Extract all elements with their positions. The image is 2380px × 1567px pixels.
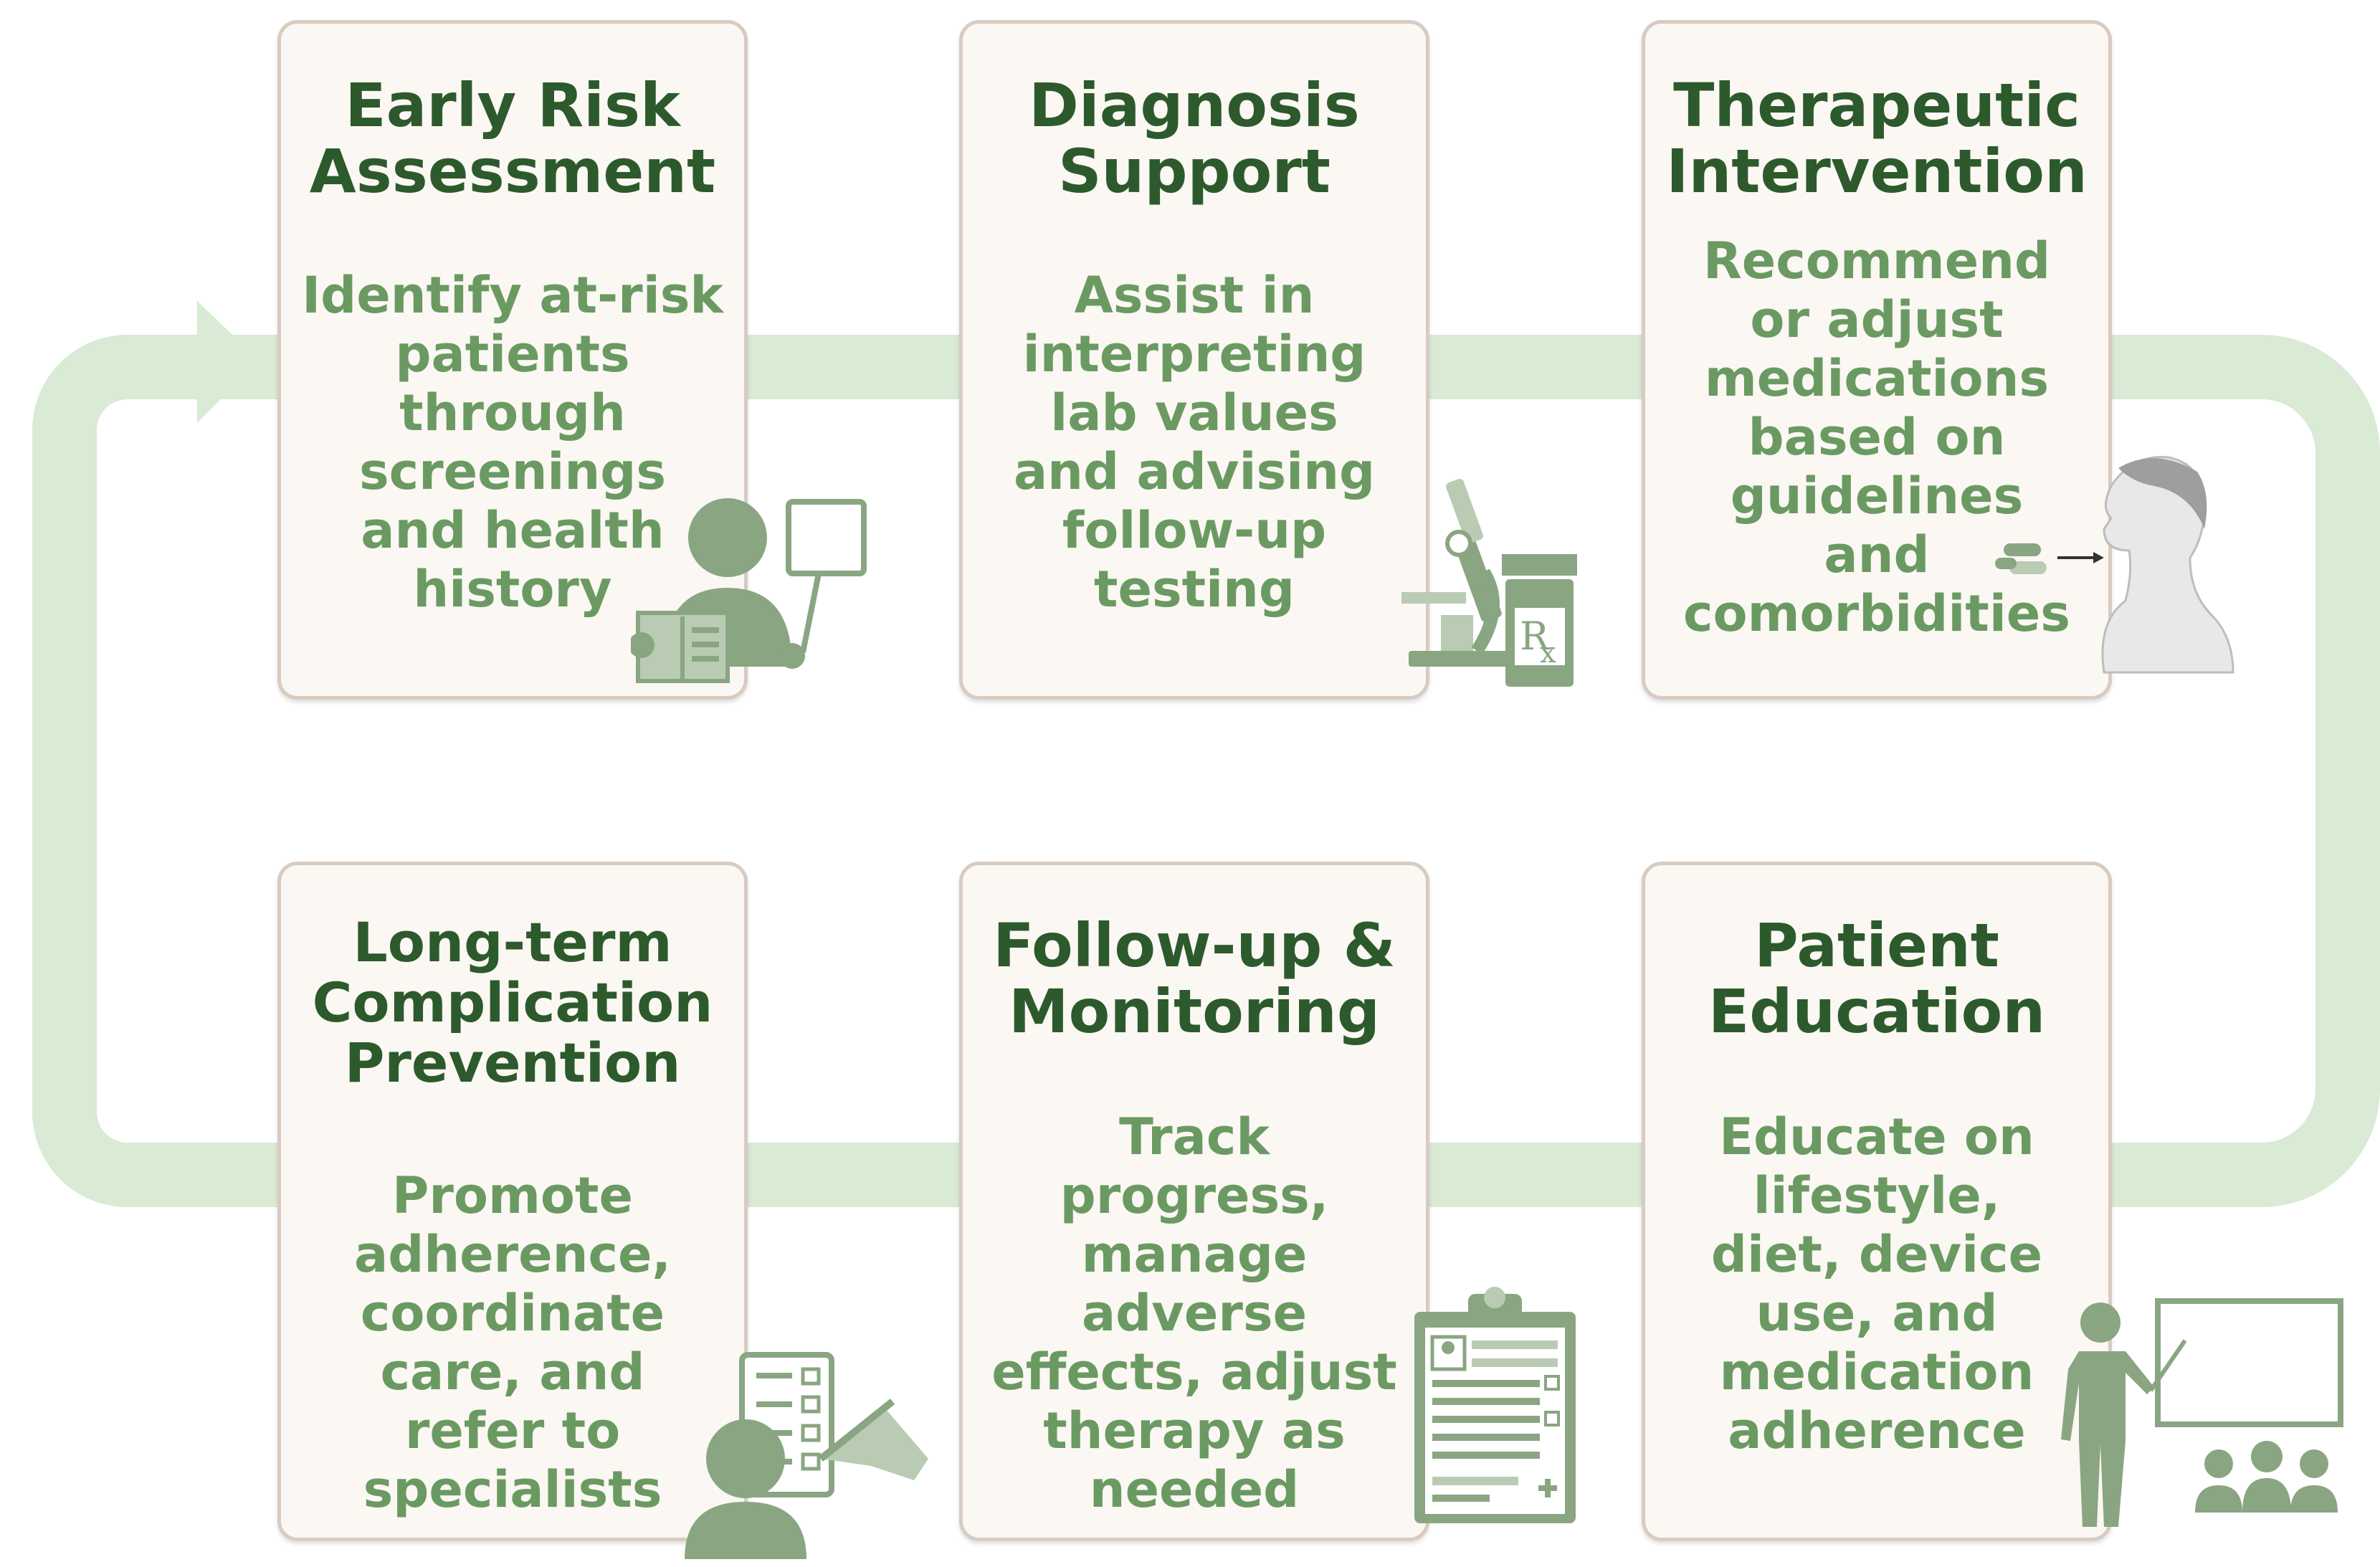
card-patient-education: Patient Education Educate on lifestyle, … (1642, 862, 2112, 1541)
card-diagnosis-support: Diagnosis Support Assist in interpreting… (959, 20, 1429, 700)
card-title: Patient Education (1708, 910, 2046, 1047)
card-description: Identify at-risk patients through screen… (302, 266, 723, 619)
card-follow-up-monitoring: Follow-up & Monitoring Track progress, m… (959, 862, 1429, 1541)
card-description: Assist in interpreting lab values and ad… (1013, 266, 1376, 619)
card-title: Long-term Complication Prevention (312, 910, 713, 1095)
teacher-whiteboard-audience-icon (2061, 1298, 2343, 1527)
svg-text:x: x (1540, 637, 1556, 670)
cycle-arrowhead (197, 301, 260, 423)
card-description: Recommend or adjust medications based on… (1683, 232, 2070, 643)
card-title: Follow-up & Monitoring (993, 910, 1396, 1047)
card-title: Early Risk Assessment (309, 70, 716, 206)
patient-taking-pills-icon (1995, 456, 2234, 674)
cycle-band (32, 335, 2380, 1207)
card-long-term-complication-prevention: Long-term Complication Prevention Promot… (277, 862, 748, 1541)
card-description: Track progress, manage adverse effects, … (991, 1108, 1397, 1519)
card-title: Diagnosis Support (1029, 70, 1360, 206)
card-therapeutic-intervention: Therapeutic Intervention Recommend or ad… (1642, 20, 2112, 700)
clipboard-chart-icon (1414, 1287, 1576, 1523)
svg-text:R: R (1520, 614, 1550, 659)
microscope-prescription-bottle-icon: R x (1401, 478, 1577, 687)
person-with-checklist-icon (685, 1352, 928, 1559)
card-title: Therapeutic Intervention (1666, 70, 2088, 206)
card-description: Promote adherence, coordinate care, and … (353, 1166, 672, 1519)
card-early-risk-assessment: Early Risk Assessment Identify at-risk p… (277, 20, 748, 700)
clinician-reviewing-document-icon (631, 498, 867, 683)
card-description: Educate on lifestyle, diet, device use, … (1710, 1108, 2043, 1460)
